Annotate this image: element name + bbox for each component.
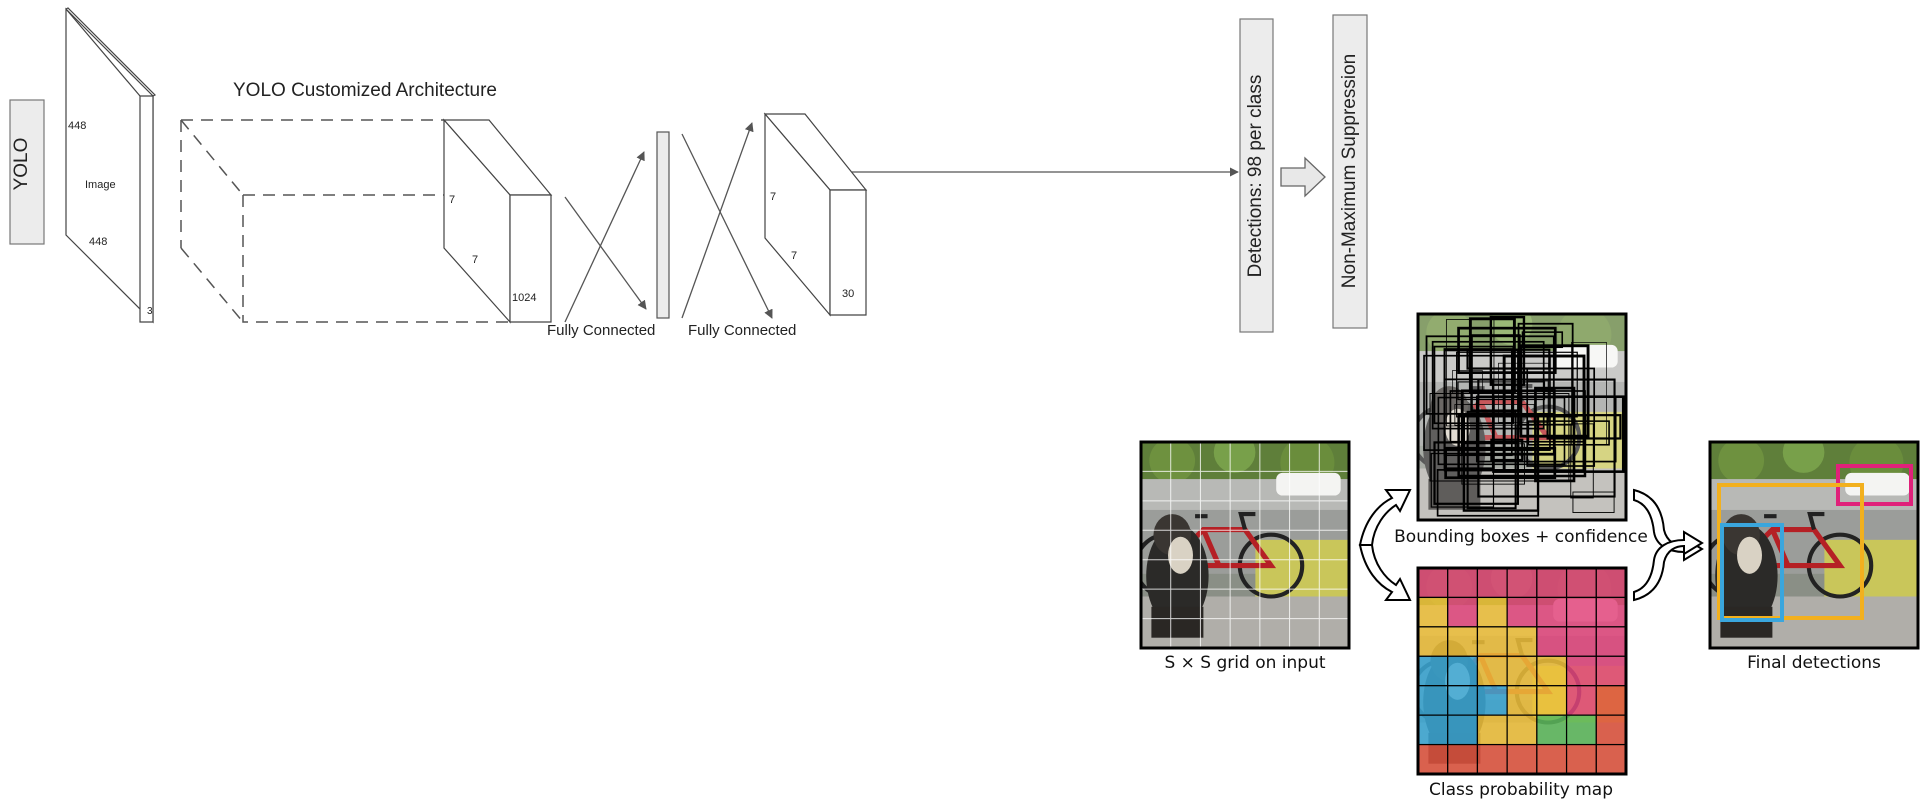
probability-cell <box>1447 685 1479 716</box>
probability-cell <box>1417 685 1449 716</box>
detection-bicycle <box>1717 483 1864 620</box>
probability-cell <box>1536 626 1568 657</box>
input-caption: Image <box>85 179 116 191</box>
detection-dog <box>1720 523 1784 622</box>
fc1-label: Fully Connected <box>547 322 655 339</box>
probability-cell <box>1595 714 1627 746</box>
conv-depth-label: 1024 <box>512 292 536 304</box>
fc2-arrows <box>681 122 773 319</box>
probability-cell <box>1506 596 1538 628</box>
merge-arrows <box>1633 488 1704 602</box>
nms-label: Non-Maximum Suppression <box>1339 54 1360 288</box>
probability-cell <box>1476 743 1508 775</box>
probability-cell <box>1595 567 1627 599</box>
probability-cell <box>1476 655 1508 687</box>
conv-block <box>442 118 553 324</box>
probability-cell <box>1536 685 1568 716</box>
bounding-boxes-image <box>1416 312 1628 522</box>
probability-cell <box>1447 596 1479 628</box>
probability-cell <box>1506 626 1538 657</box>
probability-cell <box>1447 743 1479 775</box>
detections-box: Detections: 98 per class <box>1239 18 1274 333</box>
model-label: YOLO <box>11 138 32 191</box>
fc1-arrows <box>564 151 647 323</box>
output-depth-label: 30 <box>842 288 854 300</box>
probability-cell <box>1417 596 1449 628</box>
probability-cell <box>1506 743 1538 775</box>
probability-cell <box>1565 567 1597 599</box>
probability-cell <box>1595 655 1627 687</box>
conv-height-label: 7 <box>472 254 478 266</box>
architecture-title: YOLO Customized Architecture <box>233 80 497 101</box>
input-width-label: 448 <box>89 236 107 248</box>
probability-cell <box>1476 596 1508 628</box>
block-arrow <box>1280 156 1326 198</box>
probability-cell <box>1565 743 1597 775</box>
input-slab <box>65 7 157 324</box>
probability-cell <box>1447 714 1479 746</box>
probability-cell <box>1476 714 1508 746</box>
class-probability-map <box>1416 566 1628 776</box>
probability-cell <box>1565 596 1597 628</box>
probability-cell <box>1447 655 1479 687</box>
input-height-label: 448 <box>68 120 86 132</box>
probability-cell <box>1506 714 1538 746</box>
probability-cell <box>1595 685 1627 716</box>
probability-cell <box>1476 626 1508 657</box>
probability-cell <box>1565 655 1597 687</box>
probability-cell <box>1447 567 1479 599</box>
probability-caption: Class probability map <box>1429 780 1613 800</box>
probability-cell <box>1476 685 1508 716</box>
conv-width-label: 7 <box>449 194 455 206</box>
probability-cell <box>1417 655 1449 687</box>
detections-label: Detections: 98 per class <box>1245 75 1266 278</box>
probability-cell <box>1536 596 1568 628</box>
model-label-box: YOLO <box>9 99 45 245</box>
probability-cell <box>1595 596 1627 628</box>
split-arrows <box>1358 489 1412 601</box>
fc-layer-bar <box>656 131 670 319</box>
probability-cell <box>1595 626 1627 657</box>
probability-cell <box>1536 743 1568 775</box>
input-grid-image <box>1139 440 1351 650</box>
nms-box: Non-Maximum Suppression <box>1332 14 1368 329</box>
input-channels-label: 3 <box>147 306 153 317</box>
probability-cell <box>1536 567 1568 599</box>
probability-cell <box>1536 655 1568 687</box>
probability-cell <box>1536 714 1568 746</box>
probability-cell <box>1417 743 1449 775</box>
probability-cell <box>1506 685 1538 716</box>
probability-cell <box>1565 685 1597 716</box>
probability-cell <box>1476 567 1508 599</box>
input-caption-pipeline: S × S grid on input <box>1164 653 1325 673</box>
output-block <box>763 112 868 317</box>
output-width-label: 7 <box>770 191 776 203</box>
final-caption: Final detections <box>1747 653 1881 673</box>
output-height-label: 7 <box>791 250 797 262</box>
final-detections-image <box>1708 440 1920 650</box>
probability-cell <box>1565 626 1597 657</box>
probability-cell <box>1447 626 1479 657</box>
fc2-label: Fully Connected <box>688 322 796 339</box>
probability-cell <box>1595 743 1627 775</box>
probability-cell <box>1506 655 1538 687</box>
probability-cell <box>1417 567 1449 599</box>
probability-cell <box>1565 714 1597 746</box>
probability-cell <box>1417 714 1449 746</box>
boxes-caption: Bounding boxes + confidence <box>1394 527 1648 547</box>
probability-cell <box>1506 567 1538 599</box>
probability-cell <box>1417 626 1449 657</box>
